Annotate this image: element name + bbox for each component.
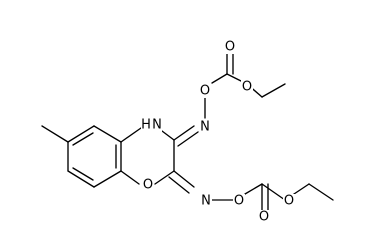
mask-n-upper	[199, 120, 211, 134]
bond-c-o-ester-lower	[261, 183, 286, 201]
mask-o-lower-carbonyl	[258, 210, 270, 224]
lower-oxime-carbonate	[168, 170, 334, 213]
mask-o-lower-ester	[283, 194, 295, 208]
atom-n-upper-label: N	[200, 120, 210, 135]
bond-ar-inner-1	[72, 132, 94, 146]
atom-o-ring-label: O	[143, 178, 153, 193]
mask-o-upper-carbonyl	[224, 40, 236, 54]
bond-c3-n-upper-a	[173, 125, 195, 141]
mask-o-lower-link	[233, 194, 245, 208]
bond-o-c-upper	[211, 73, 228, 84]
atom-o-upper-carbonyl-label: O	[225, 40, 235, 55]
atom-h-label: H	[141, 118, 151, 133]
benzene-ring	[67, 125, 122, 188]
bond-ring-o-ar	[120, 170, 140, 185]
upper-oxime-carbonate	[173, 51, 286, 147]
bond-ar6	[93, 125, 122, 143]
bond-c2-n-lower-a	[173, 170, 195, 188]
bond-ethyl-lower	[308, 183, 334, 201]
atom-n-nh-label: N	[152, 118, 162, 133]
bond-ring-c2-o	[154, 170, 175, 185]
mask-nh-n	[152, 118, 162, 132]
bond-ar4	[93, 170, 122, 188]
oxazine-ring	[120, 127, 175, 185]
bond-ar-inner-2	[72, 167, 94, 181]
mask-o-upper-link	[199, 84, 211, 98]
bond-o-c-lower	[244, 183, 263, 195]
atom-o-lower-link-label: O	[234, 194, 244, 209]
atom-o-upper-ester-label: O	[242, 80, 252, 95]
bond-c2-n-lower-b	[168, 176, 190, 194]
atom-n-lower-label: N	[201, 194, 211, 209]
bond-c3-n-upper-b	[177, 131, 199, 147]
methyl-bond	[41, 125, 69, 143]
bond-ethyl-upper	[261, 83, 286, 98]
bond-ring-nh-left	[120, 127, 142, 143]
mask-o-upper-ester	[241, 80, 253, 94]
bond-ar3	[67, 170, 95, 188]
atom-o-lower-carbonyl-label: O	[259, 210, 269, 225]
atom-o-upper-link-label: O	[200, 84, 210, 99]
atom-o-lower-ester-label: O	[284, 194, 294, 209]
mask-o-ring	[142, 178, 154, 192]
mask-h	[141, 118, 151, 132]
mask-n-lower	[200, 194, 212, 208]
bond-ar1	[67, 125, 95, 143]
